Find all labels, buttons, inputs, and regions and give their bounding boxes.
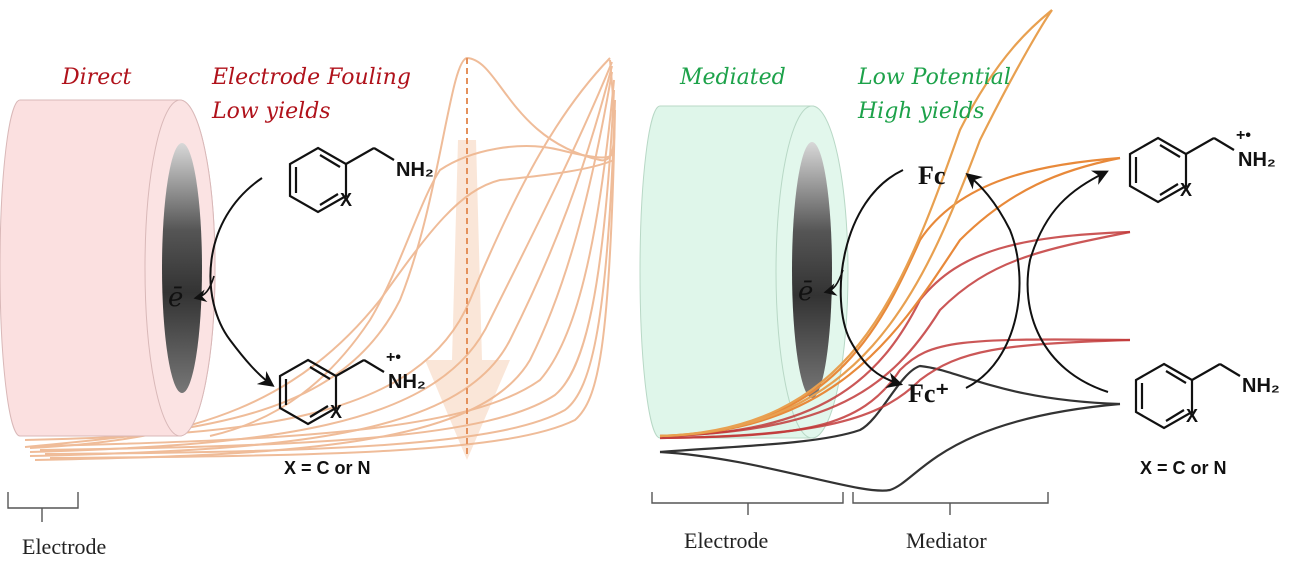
mediated-cv-traces [659,9,1131,492]
substrate-oxidation-arrow [1026,170,1109,393]
direct-electron-arrow [193,275,215,303]
mediated-substrate-molecule [1134,362,1241,430]
direct-reaction-arrow [209,177,275,387]
mediated-title: Mediated [679,65,786,90]
mediated-benefit-1: Low Potential [857,65,1011,90]
cv-trace [24,57,611,441]
cv-trace [29,65,613,457]
cv-trace [49,109,616,459]
direct-electrode-bracket [7,492,79,522]
cv-trace-black [659,402,1121,492]
mediated-benefit-2: High yields [857,99,984,124]
cv-trace-black [659,364,1121,454]
direct-electrode-label: Electrode [22,534,106,559]
mediated-substrate-nh2: NH₂ [1242,375,1280,397]
cv-trace [34,71,613,461]
mediator-oxidized-label: Fc⁺ [908,379,949,408]
direct-issue-1: Electrode Fouling [211,65,411,90]
direct-electron-label: ē [168,283,183,313]
mediator-electron-arrow [823,269,844,296]
mediator-reduced-label: Fc [918,161,945,190]
direct-substrate-x: X [340,190,352,210]
mediated-radical-cation-molecule [1128,136,1235,204]
cv-trace-orange [659,9,1053,438]
direct-electrode [0,99,216,437]
cv-trace [44,99,616,455]
mediated-radical-x: X [1180,180,1192,200]
direct-issue-2: Low yields [211,99,331,124]
direct-radical-nh2: NH₂ [388,371,426,393]
mediator-oxidation-arrow [965,172,1021,389]
mediated-electron-label: ē [798,277,813,307]
mediated-panel: ē Mediated Low Potential High yields Fc … [639,9,1280,553]
mediator-bracket [852,492,1049,515]
direct-radical-charge: +• [386,349,401,366]
cv-trace [24,56,616,448]
cv-trace-red [659,338,1131,440]
direct-panel: ē Direct Electrode Fouling Low yields X … [0,56,616,559]
direct-x-definition: X = C or N [284,458,371,478]
cv-trace-red [659,230,1131,438]
cv-trace-red [659,230,1131,438]
direct-substrate-nh2: NH₂ [396,159,434,181]
cv-trace-orange [659,9,1053,438]
mediated-electrode-bracket [651,492,844,515]
cv-trace [39,89,615,451]
mediated-radical-nh2: NH₂ [1238,149,1276,171]
mediated-electrode [639,105,849,439]
cv-trace [39,79,615,447]
mediated-radical-charge: +• [1236,127,1251,144]
direct-radical-cation-molecule [278,358,385,426]
mediator-reduction-arrow [839,169,904,388]
mediator-label: Mediator [906,528,987,553]
cv-trace [209,145,614,437]
cv-trace-orange [659,156,1121,438]
mediated-x-definition: X = C or N [1140,458,1227,478]
direct-substrate-molecule [288,146,395,214]
direct-radical-x: X [330,402,342,422]
direct-title: Direct [61,65,132,90]
mediated-substrate-x: X [1186,406,1198,426]
mediated-electrode-label: Electrode [684,528,768,553]
electrode-bore [162,143,202,393]
electrode-bore [792,142,832,398]
cv-trace-orange [659,156,1121,438]
